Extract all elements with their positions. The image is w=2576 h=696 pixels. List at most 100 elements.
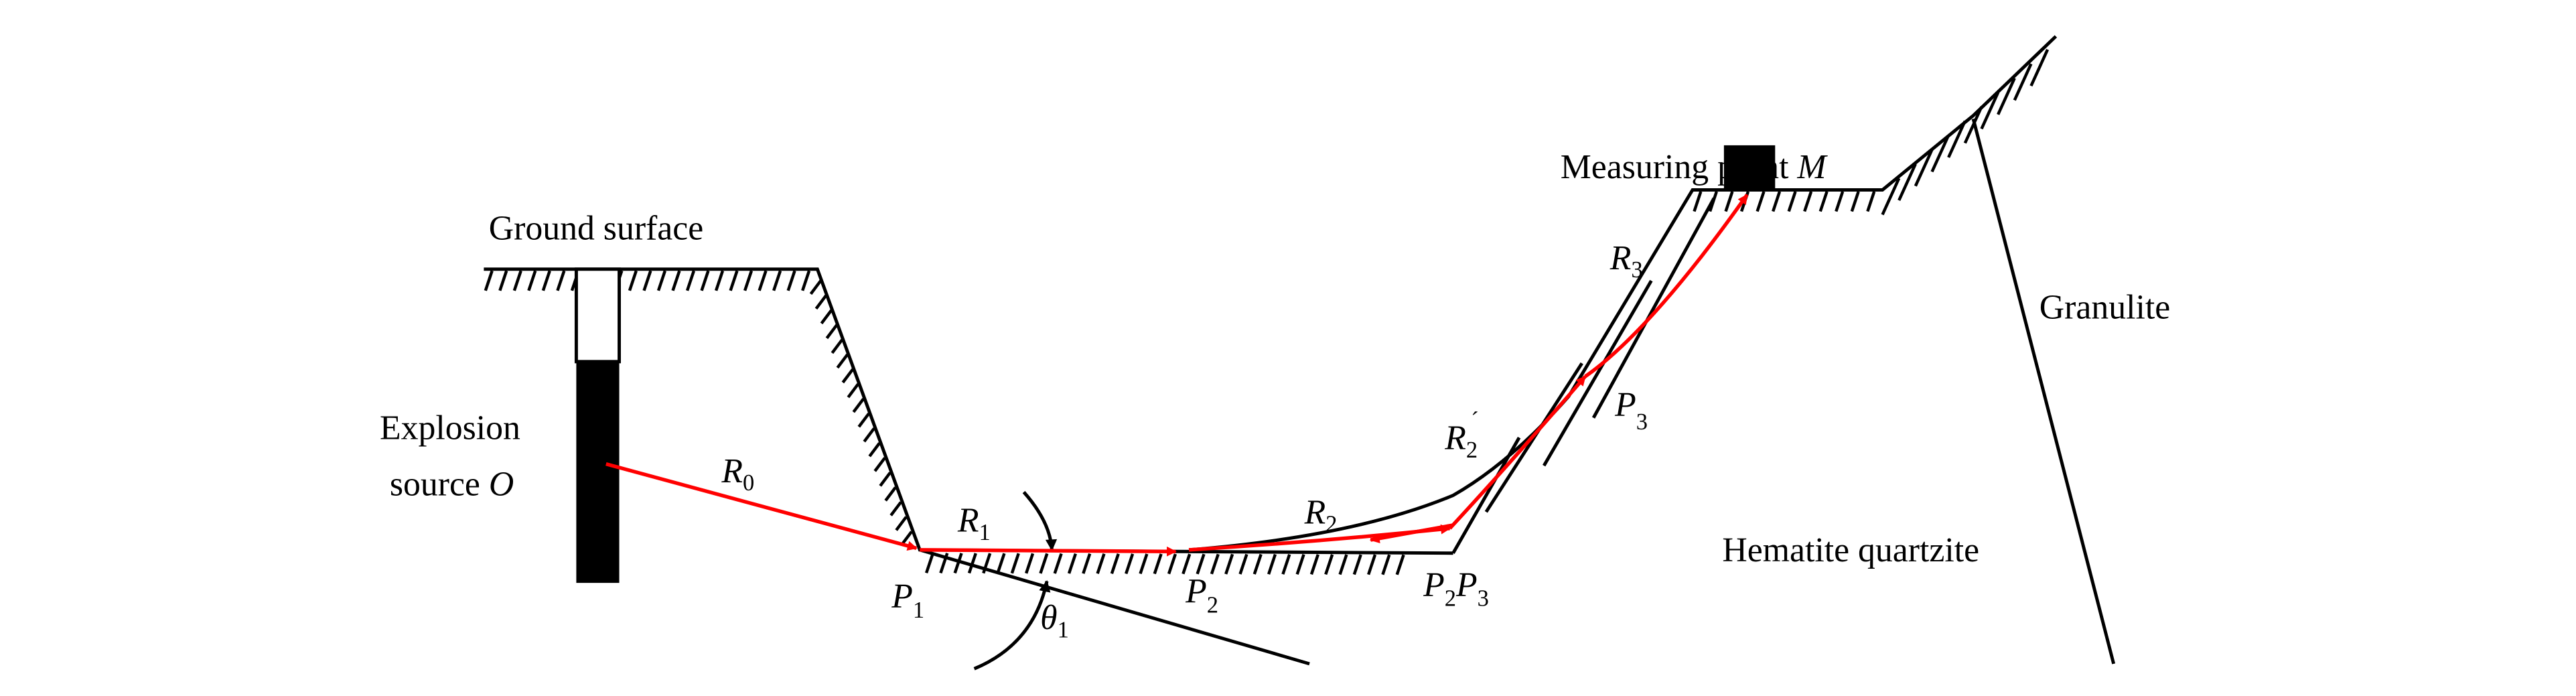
granulite-boundary [1971,118,2116,665]
hatch-mark [1898,163,1917,202]
hatch-mark [1253,553,1263,575]
hatch-mark [1835,191,1845,212]
explosion-label-line1: Explosion [380,409,520,447]
label-R2: R2 [1304,493,1338,537]
hatch-mark [743,270,754,291]
hatch-mark [967,553,977,574]
hatching [484,49,2050,575]
hatch-mark [498,270,508,291]
hatch-mark [2013,63,2033,101]
hatch-mark [1167,553,1177,575]
hatch-mark [1881,178,1901,216]
measuring-point-box [1723,145,1776,190]
granulite-label: Granulite [2040,289,2170,327]
hatch-mark [1295,554,1305,575]
hatch-mark [895,516,908,531]
hatch-mark [758,270,768,291]
label-P2P3: P2P3 [1423,566,1489,612]
hatch-mark [512,270,522,291]
hatch-mark [1067,553,1077,574]
hatch-mark [1039,553,1049,574]
hatch-mark [1196,553,1206,575]
hatch-mark [714,270,725,291]
ground-surface-left [484,267,1453,555]
hatch-mark [1930,135,1950,173]
hatch-mark [1866,191,1876,212]
hatch-mark [900,531,913,546]
hatch-mark [863,427,875,443]
angle-arc-lower [973,579,1051,671]
hatch-mark [841,368,854,384]
hatch-mark [1352,554,1362,575]
hatch-mark [884,486,897,502]
normal-line [919,548,1310,666]
explosion-label-line2: source O [390,466,514,504]
hatch-mark [1025,553,1035,574]
hatch-mark [786,270,796,291]
hatch-mark [1281,553,1291,575]
hatch-mark [1381,554,1391,575]
slope-curve [1188,35,2058,552]
measuring-point-label: Measuring point M [1561,148,1829,186]
hatch-mark [847,383,859,399]
borehole-charge [576,361,620,583]
hatch-mark [868,442,881,458]
hatch-mark [656,270,666,291]
hatch-mark [1238,553,1248,575]
borehole-empty [574,267,621,364]
hatch-mark [1914,149,1934,187]
hatch-mark [879,472,891,487]
hatch-mark [1139,553,1149,575]
hatch-mark [1153,553,1163,575]
hematite-quartzite-label: Hematite quartzite [1722,531,1979,569]
hatch-mark [1395,554,1405,575]
ray-R0 [605,462,918,551]
hatch-mark [1210,553,1220,575]
ray-R2-reflected [1369,523,1454,543]
hatch-mark [1724,191,1734,212]
label-R0: R0 [721,452,754,496]
hatch-mark [1997,77,2016,115]
hatch-mark [1182,553,1192,575]
hatch-mark [685,270,696,291]
hatch-mark [1053,553,1063,574]
hatch-mark [1803,191,1813,212]
ray-R3 [1584,194,1749,378]
label-R1: R1 [957,502,991,545]
hatch-mark [1309,554,1319,575]
hatch-mark [556,270,566,291]
ray-R1 [920,546,1177,557]
hatch-mark [527,270,537,291]
hatch-mark [924,553,935,574]
hatch-mark [1787,191,1797,212]
hatch-mark [1947,120,1966,158]
hatch-mark [1850,191,1860,212]
hatch-mark [1367,554,1377,575]
hatch-mark [825,324,838,340]
hatch-mark [820,309,833,325]
hatch-mark [1772,191,1782,212]
hatch-mark [852,398,865,413]
hatch-mark [996,553,1006,574]
hatch-mark [671,270,681,291]
hatch-mark [1756,191,1766,212]
hatch-mark [873,457,886,472]
angle-arc-upper [1022,490,1058,551]
hatch-mark [1010,553,1020,574]
label-R2-prime: R2´ [1444,407,1479,462]
ground-surface-label: Ground surface [489,209,703,247]
hatch-mark [729,270,739,291]
hatch-mark [1224,553,1234,575]
hatch-mark [889,501,902,516]
hatch-mark [2029,49,2050,87]
hatch-mark [1980,92,2000,130]
ray-R2-prime [1448,375,1587,530]
label-P1: P1 [891,577,924,623]
hatch-mark [628,270,638,291]
hatch-mark [1082,553,1092,574]
hatch-mark [814,294,828,310]
hatch-mark [1324,554,1334,575]
hatch-mark [1267,553,1277,575]
hatch-mark [772,270,782,291]
